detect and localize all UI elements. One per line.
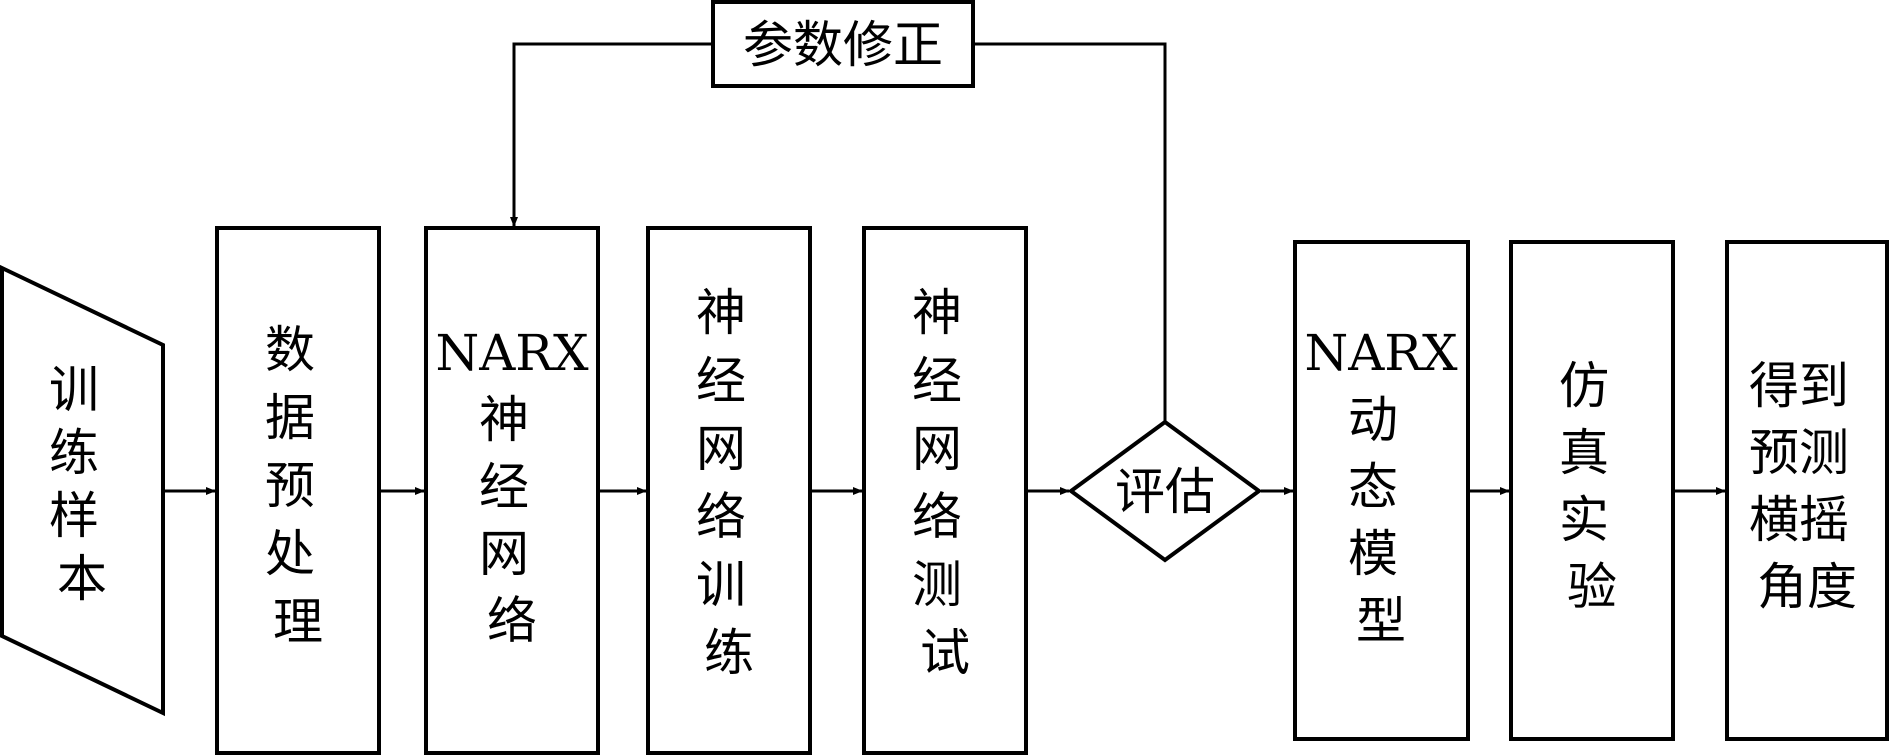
- narx-network-title: NARX: [435, 324, 589, 382]
- network-training-char: 网: [696, 420, 746, 478]
- training-samples-char: 样: [49, 487, 99, 545]
- network-testing-char: 试: [920, 624, 970, 682]
- preprocessing-text: 数 据 预 处 理: [265, 321, 331, 651]
- preprocessing-char: 处: [265, 525, 315, 583]
- network-testing-text: 神 经 网 络 测 试: [912, 284, 978, 682]
- narx-network-char: 神: [479, 391, 529, 449]
- training-samples-text: 训 练 样 本: [49, 361, 115, 608]
- predicted-roll-angle-text: 得到 预测 横摇 角度: [1749, 357, 1865, 616]
- node-narx-dynamic-model: NARX 动 态 模 型: [1293, 240, 1470, 741]
- node-network-testing: 神 经 网 络 测 试: [862, 226, 1028, 755]
- network-testing-char: 经: [912, 352, 962, 410]
- narx-network-char: 网: [479, 525, 529, 583]
- node-network-training: 神 经 网 络 训 练: [646, 226, 812, 755]
- predicted-roll-angle-line: 横摇: [1749, 491, 1849, 549]
- training-samples-char: 本: [57, 550, 107, 608]
- narx-network-text: 神 经 网 络: [479, 391, 545, 650]
- network-training-char: 络: [696, 488, 746, 546]
- preprocessing-char: 据: [265, 389, 315, 447]
- narx-dynamic-model-char: 模: [1348, 525, 1398, 583]
- simulation-experiment-char: 实: [1559, 491, 1609, 549]
- narx-network-char: 络: [487, 592, 537, 650]
- narx-dynamic-model-char: 型: [1356, 592, 1406, 650]
- narx-dynamic-model-char: 动: [1348, 391, 1398, 449]
- network-testing-char: 测: [912, 556, 962, 614]
- node-evaluation: 评估: [1067, 419, 1263, 563]
- node-narx-network: NARX 神 经 网 络: [424, 226, 600, 755]
- preprocessing-char: 数: [265, 321, 315, 379]
- predicted-roll-angle-line: 角度: [1757, 558, 1857, 616]
- training-samples-char: 训: [49, 361, 99, 419]
- predicted-roll-angle-line: 得到: [1749, 357, 1849, 415]
- simulation-experiment-text: 仿 真 实 验: [1559, 357, 1625, 616]
- narx-dynamic-model-title: NARX: [1304, 324, 1458, 382]
- network-testing-char: 络: [912, 488, 962, 546]
- preprocessing-char: 理: [273, 593, 323, 651]
- node-training-samples: 训 练 样 本: [0, 264, 165, 717]
- simulation-experiment-char: 真: [1559, 424, 1609, 482]
- feedback-correction-to-narx: [510, 42, 711, 227]
- predicted-roll-angle-line: 预测: [1749, 424, 1849, 482]
- evaluation-label: 评估: [1115, 463, 1215, 521]
- network-training-char: 练: [704, 624, 754, 682]
- network-training-char: 神: [696, 284, 746, 342]
- narx-dynamic-model-char: 态: [1348, 458, 1398, 516]
- node-simulation-experiment: 仿 真 实 验: [1509, 240, 1675, 741]
- narx-dynamic-model-text: 动 态 模 型: [1348, 391, 1414, 650]
- network-training-char: 训: [696, 556, 746, 614]
- training-samples-char: 练: [49, 424, 99, 482]
- node-preprocessing: 数 据 预 处 理: [215, 226, 381, 755]
- simulation-experiment-char: 仿: [1559, 357, 1609, 415]
- network-testing-char: 网: [912, 420, 962, 478]
- parameter-correction-label: 参数修正: [743, 16, 943, 74]
- node-predicted-roll-angle: 得到 预测 横摇 角度: [1725, 240, 1889, 741]
- network-training-text: 神 经 网 络 训 练: [696, 284, 762, 682]
- network-testing-char: 神: [912, 284, 962, 342]
- network-training-char: 经: [696, 352, 746, 410]
- simulation-experiment-char: 验: [1567, 558, 1617, 616]
- narx-network-char: 经: [479, 458, 529, 516]
- feedback-evaluation-to-correction: [975, 42, 1167, 422]
- node-parameter-correction: 参数修正: [711, 0, 975, 88]
- preprocessing-char: 预: [265, 457, 315, 515]
